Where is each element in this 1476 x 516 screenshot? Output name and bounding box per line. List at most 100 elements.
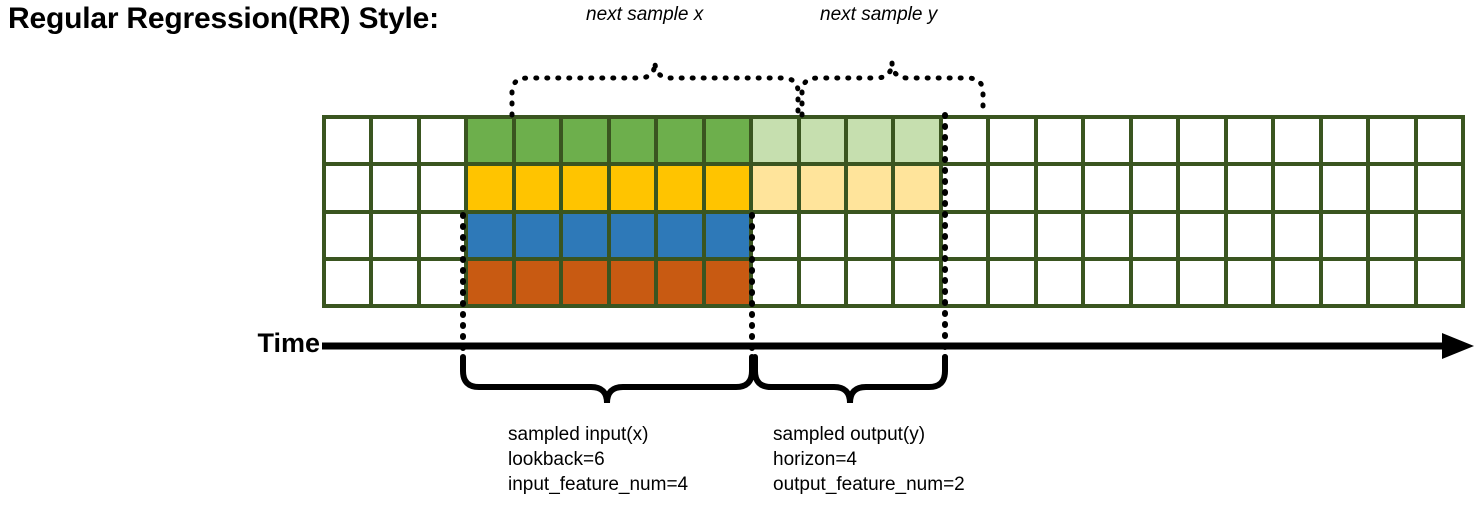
grid-cell-r1-c6-input (563, 119, 607, 163)
top-annotation-next-sample-x: next sample x (586, 4, 704, 25)
grid-cell-r1-c2-empty (373, 119, 417, 163)
grid-cell-r3-c16-empty (1037, 213, 1082, 257)
grid-cell-r4-c14-empty (942, 260, 987, 304)
page-title: Regular Regression(RR) Style: (8, 2, 439, 35)
grid-cell-r4-c15-empty (990, 260, 1034, 304)
grid-cell-r1-c13-output (895, 119, 939, 163)
grid-cell-r1-c1-empty (326, 119, 370, 163)
timeline-grid (322, 115, 1465, 308)
grid-cell-r4-c21-empty (1275, 260, 1319, 304)
grid-cell-r2-c24-empty (1417, 166, 1461, 210)
brace-next-sample-y (799, 61, 986, 118)
grid-cell-r2-c1-empty (326, 166, 370, 210)
grid-cell-r1-c7-input (610, 119, 655, 163)
grid-cell-r1-c23-empty (1370, 119, 1414, 163)
drop-line-group (460, 112, 948, 375)
grid-cell-r1-c12-output (848, 119, 892, 163)
grid-cell-r1-c14-empty (942, 119, 987, 163)
grid-cell-r3-c20-empty (1227, 213, 1272, 257)
grid-cell-r3-c8-input (658, 213, 702, 257)
grid-cell-r2-c22-empty (1322, 166, 1367, 210)
grid-cell-r1-c5-input (515, 119, 560, 163)
grid-cell-r4-c16-empty (1037, 260, 1082, 304)
grid-cell-r3-c18-empty (1132, 213, 1177, 257)
grid-cell-r2-c10-output (753, 166, 797, 210)
grid-cell-r2-c2-empty (373, 166, 417, 210)
grid-cell-r2-c18-empty (1132, 166, 1177, 210)
grid-cell-r3-c13-empty (895, 213, 939, 257)
grid-cell-r1-c20-empty (1227, 119, 1272, 163)
annotation-sampled-output: sampled output(y) horizon=4 output_featu… (773, 422, 965, 497)
grid-cell-r2-c14-empty (942, 166, 987, 210)
grid-cell-r4-c2-empty (373, 260, 417, 304)
grid-cell-r4-c8-input (658, 260, 702, 304)
grid-cell-r3-c21-empty (1275, 213, 1319, 257)
grid-cell-r3-c3-empty (420, 213, 465, 257)
grid-cell-r4-c5-input (515, 260, 560, 304)
grid-cell-r1-c9-input (705, 119, 750, 163)
brace-sampled-output (752, 354, 948, 404)
grid-cell-r2-c23-empty (1370, 166, 1414, 210)
grid-cell-r4-c4-input (468, 260, 512, 304)
grid-cell-r4-c1-empty (326, 260, 370, 304)
grid-cell-r3-c10-empty (753, 213, 797, 257)
grid-cell-r3-c22-empty (1322, 213, 1367, 257)
grid-cell-r1-c22-empty (1322, 119, 1367, 163)
grid-cell-r2-c9-input (705, 166, 750, 210)
grid-cell-r1-c10-output (753, 119, 797, 163)
grid-cell-r2-c19-empty (1180, 166, 1224, 210)
grid-cell-r2-c8-input (658, 166, 702, 210)
annotation-input-line-1: sampled input(x) (508, 424, 649, 445)
time-axis-label: Time (257, 328, 320, 358)
grid-cell-r4-c17-empty (1085, 260, 1129, 304)
grid-cell-r4-c7-input (610, 260, 655, 304)
grid-cell-r2-c17-empty (1085, 166, 1129, 210)
grid-cell-r3-c6-input (563, 213, 607, 257)
brace-next-sample-x (509, 61, 801, 118)
grid-cell-r1-c16-empty (1037, 119, 1082, 163)
grid-cell-r4-c18-empty (1132, 260, 1177, 304)
grid-cell-r1-c24-empty (1417, 119, 1461, 163)
grid-cell-r1-c21-empty (1275, 119, 1319, 163)
grid-cell-r3-c24-empty (1417, 213, 1461, 257)
grid-cell-r4-c22-empty (1322, 260, 1367, 304)
grid-cell-r2-c3-empty (420, 166, 465, 210)
grid-cell-r1-c3-empty (420, 119, 465, 163)
grid-cell-r4-c6-input (563, 260, 607, 304)
grid-cell-r3-c1-empty (326, 213, 370, 257)
grid-cell-r4-c24-empty (1417, 260, 1461, 304)
grid-cell-r1-c19-empty (1180, 119, 1224, 163)
grid-cell-r3-c12-empty (848, 213, 892, 257)
grid-cell-r2-c21-empty (1275, 166, 1319, 210)
brace-sampled-input (460, 354, 755, 404)
grid-cell-r4-c13-empty (895, 260, 939, 304)
grid-cell-r1-c15-empty (990, 119, 1034, 163)
grid-cell-r2-c20-empty (1227, 166, 1272, 210)
time-axis-arrow (322, 333, 1474, 359)
grid-cell-r2-c6-input (563, 166, 607, 210)
grid-cell-r1-c4-input (468, 119, 512, 163)
grid-cell-r4-c20-empty (1227, 260, 1272, 304)
annotation-output-line-1: sampled output(y) (773, 424, 926, 445)
grid-cell-r3-c5-input (515, 213, 560, 257)
top-brace-group (509, 61, 986, 118)
grid-cell-r4-c3-empty (420, 260, 465, 304)
grid-cell-r4-c11-empty (800, 260, 845, 304)
grid-cell-r1-c18-empty (1132, 119, 1177, 163)
annotation-input-line-3: input_feature_num=4 (508, 474, 689, 495)
annotation-output-line-3: output_feature_num=2 (773, 474, 965, 495)
grid-cell-r1-c8-input (658, 119, 702, 163)
grid-cell-r3-c19-empty (1180, 213, 1224, 257)
grid-cell-r2-c15-empty (990, 166, 1034, 210)
grid-cell-r4-c10-empty (753, 260, 797, 304)
grid-cell-r4-c23-empty (1370, 260, 1414, 304)
grid-cell-r2-c11-output (800, 166, 845, 210)
grid-cell-r3-c23-empty (1370, 213, 1414, 257)
top-annotation-next-sample-y: next sample y (820, 4, 938, 25)
grid-cell-r3-c14-empty (942, 213, 987, 257)
grid-cell-r2-c5-input (515, 166, 560, 210)
annotation-input-line-2: lookback=6 (508, 449, 605, 470)
grid-cell-r1-c17-empty (1085, 119, 1129, 163)
bottom-brace-group (460, 354, 948, 404)
grid-cell-r3-c4-input (468, 213, 512, 257)
